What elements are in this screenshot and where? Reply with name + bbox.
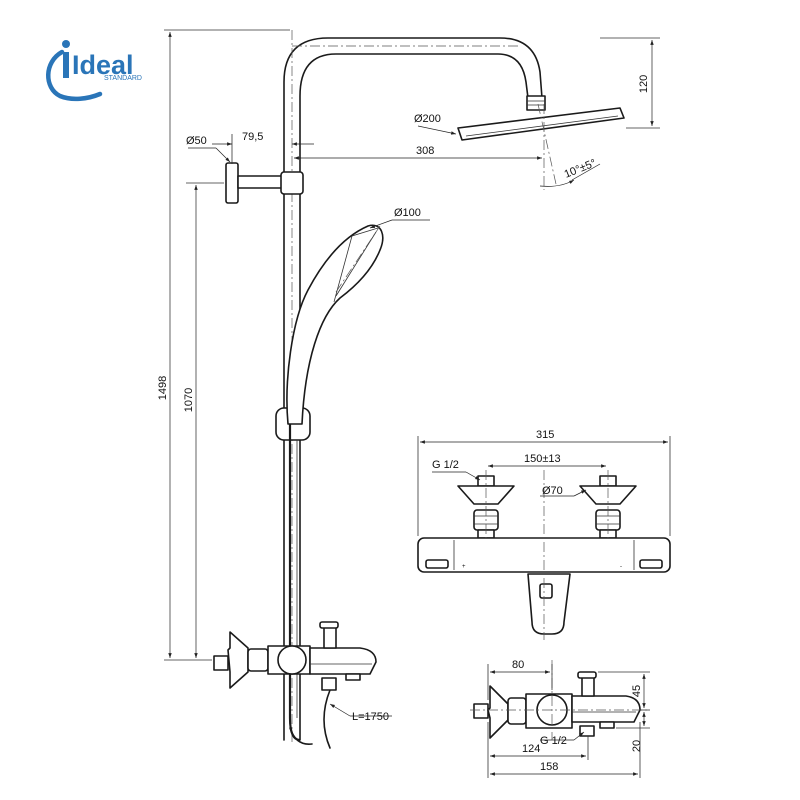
dim-head-diameter: Ø200	[414, 113, 441, 125]
dim-side-depth: 80	[512, 659, 524, 671]
dim-side-bottom-offset: 20	[631, 740, 643, 752]
svg-text:+: +	[462, 564, 466, 570]
mixer-front-view: + - 315 150±13 G 1/2 Ø70	[417, 429, 671, 640]
dim-mixer-width: 315	[536, 429, 554, 441]
dim-inlet-thread: G 1/2	[432, 459, 459, 471]
dim-total-height: 1498	[157, 376, 169, 400]
rain-shower-head	[457, 103, 625, 190]
mixer-side-view: 80 45 20 G 1/2 124 158	[470, 659, 650, 778]
dim-side-total-depth: 158	[540, 761, 558, 773]
svg-text:-: -	[620, 564, 622, 570]
hand-shower	[286, 224, 384, 425]
front-view-dimensions: 120 Ø200 308 10°±5° Ø50 79,5 Ø100 1498 1…	[157, 32, 660, 723]
dim-mixer-to-bracket: 1070	[183, 388, 195, 412]
dim-hand-shower-diameter: Ø100	[394, 207, 421, 219]
logo-sub: STANDARD	[104, 75, 142, 82]
dim-head-height: 120	[638, 75, 650, 93]
dim-side-spout-reach: 124	[522, 743, 540, 755]
dim-side-thread: G 1/2	[540, 735, 567, 747]
ideal-standard-logo: Ideal STANDARD	[46, 40, 142, 102]
wall-bracket	[225, 162, 304, 204]
dim-bracket-diameter: Ø50	[186, 135, 207, 147]
dim-hose-length: L=1750	[352, 711, 389, 723]
dim-inlet-spacing: 150±13	[524, 453, 561, 465]
dim-escutcheon-diameter: Ø70	[542, 485, 563, 497]
mixer-side-on-column	[213, 621, 377, 691]
dim-arm-length: 308	[416, 145, 434, 157]
logo-brand: Ideal	[72, 50, 134, 80]
dim-head-tilt: 10°±5°	[563, 157, 598, 181]
dim-side-outlet-height: 45	[631, 685, 643, 697]
dim-bracket-offset: 79,5	[242, 131, 263, 143]
mixer-spout	[527, 573, 571, 635]
shower-column-front-view	[164, 29, 625, 749]
